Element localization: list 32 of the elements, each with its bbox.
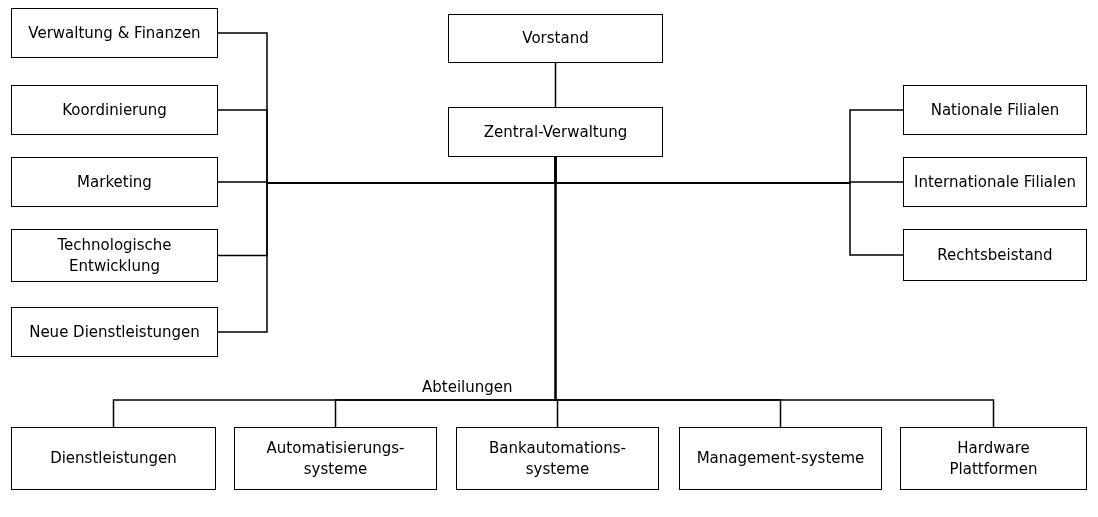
box-label: Koordinierung: [62, 99, 167, 121]
box-label: Internationale Filialen: [914, 171, 1076, 193]
org-box: [11, 307, 218, 357]
box-label: Automatisierungs-systeme: [265, 437, 406, 480]
org-box: [234, 427, 437, 490]
connector-line: [554, 62, 557, 108]
org-box: [903, 85, 1087, 135]
box-label: Dienstleistungen: [50, 448, 177, 469]
org-box: [11, 8, 218, 58]
box-label: Management-systeme: [696, 448, 865, 469]
org-box: [900, 427, 1087, 490]
org-box: [11, 427, 216, 490]
org-box: [448, 14, 663, 63]
box-label: Neue Dienstleistungen: [29, 321, 200, 343]
box-label: Rechtsbeistand: [937, 244, 1053, 266]
org-box: [679, 427, 882, 490]
box-label: Zentral-Verwaltung: [483, 121, 628, 143]
group-label: Abteilungen: [420, 378, 515, 396]
box-label: Hardware Plattformen: [948, 437, 1039, 480]
box-label: Marketing: [77, 171, 152, 193]
org-box: [11, 157, 218, 207]
org-box: [903, 229, 1087, 281]
box-label: Nationale Filialen: [930, 99, 1060, 121]
box-label: Bankautomations-systeme: [488, 437, 627, 480]
org-box: [11, 229, 218, 282]
org-box: [448, 107, 663, 157]
box-label: Vorstand: [522, 28, 589, 49]
box-label: Technologische Entwicklung: [56, 234, 173, 277]
box-label: Verwaltung & Finanzen: [28, 22, 201, 44]
org-box: [456, 427, 659, 490]
org-box: [903, 157, 1087, 207]
org-box: [11, 85, 218, 135]
